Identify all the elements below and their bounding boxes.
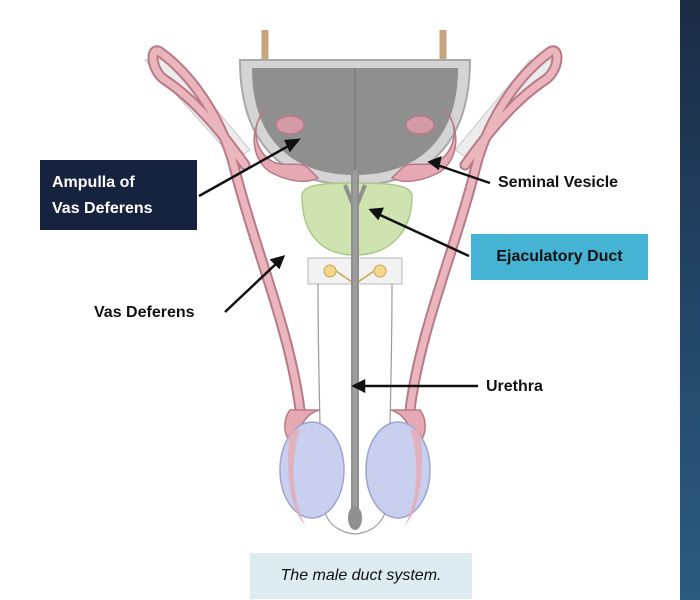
ejaculatory-duct-label: Ejaculatory Duct [471, 234, 648, 280]
seminal-vesicle-label: Seminal Vesicle [498, 174, 619, 191]
pointer-arrows [198, 138, 491, 394]
right-edge-bar [680, 0, 700, 600]
ampulla-label: Ampulla of Vas Deferens [40, 160, 197, 230]
vas-deferens-label: Vas Deferens [94, 304, 195, 321]
urethra-label: Urethra [486, 378, 543, 395]
vas-deferens-tubes [147, 45, 563, 416]
figure-caption: The male duct system. [250, 553, 472, 599]
urethra-tube [348, 170, 362, 530]
penis-outline [317, 283, 393, 535]
ampulla-label-line2: Vas Deferens [52, 200, 153, 217]
testes [279, 409, 431, 525]
ampulla-label-line1: Ampulla of [52, 174, 135, 191]
